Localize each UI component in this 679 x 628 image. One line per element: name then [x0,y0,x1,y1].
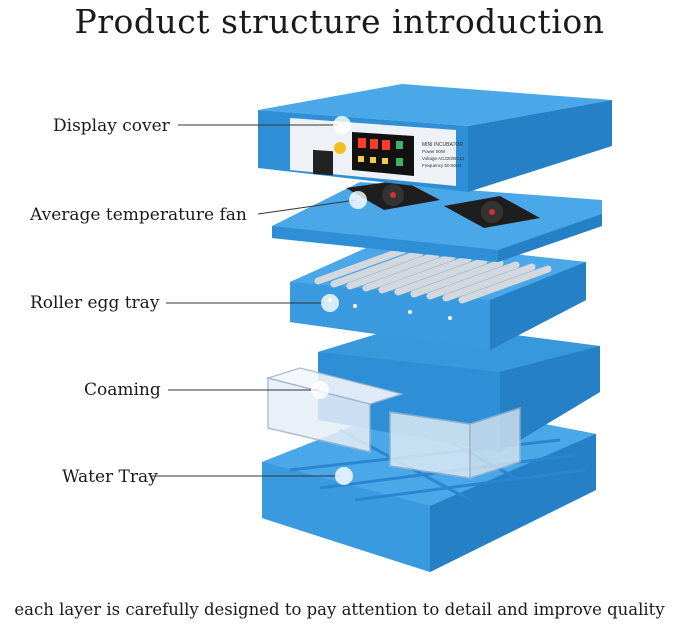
label-roller-egg-tray: Roller egg tray [30,293,160,313]
page-title: Product structure introduction [74,2,605,41]
fan-left [346,180,440,210]
label-display-cover: Display cover [53,116,170,136]
fan-tray [272,180,602,262]
label-water-tray: Water Tray [62,467,158,487]
callout-markers [311,116,367,485]
roller-egg-tray [290,240,586,350]
callout-lines [150,124,357,477]
footer-caption: each layer is carefully designed to pay … [14,600,665,619]
display-cover: MINI INCUBATOR Power 80W Voltage AC220/D… [258,84,612,192]
panel-power: Power 80W [422,149,446,154]
panel-frequency: Frequency 50-60Hz [422,163,462,168]
fan-right [444,196,540,228]
label-coaming: Coaming [84,380,161,400]
panel-name: MINI INCUBATOR [422,142,463,148]
label-fan: Average temperature fan [30,205,247,225]
panel-voltage: Voltage AC220/DC12 [422,156,465,161]
